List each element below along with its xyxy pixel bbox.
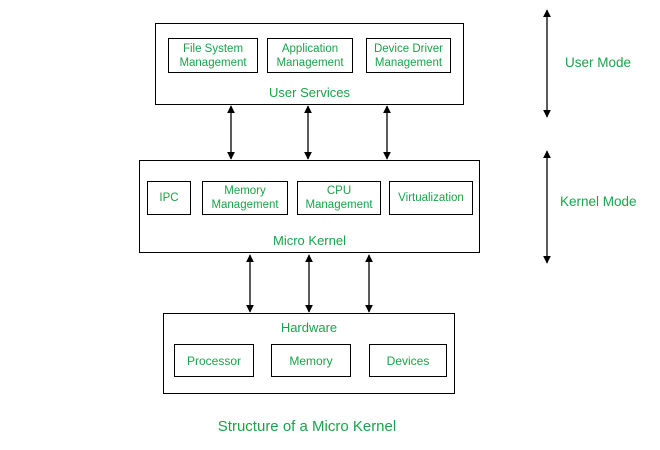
application-management-line1: Application [281,42,339,55]
devices-label: Devices [386,353,430,368]
file-system-management-line1: File System [182,42,244,55]
memory-management-line2: Management [211,199,279,211]
device-driver-management-line1: Device Driver [373,42,443,55]
processor-label: Processor [186,353,242,368]
device-driver-management-line2: Management [374,56,443,69]
user-mode-label: User Mode [565,55,632,70]
cpu-management-box: CPU Management [297,181,381,215]
virtualization-box: Virtualization [389,181,473,215]
memory-box: Memory [271,344,351,377]
memory-management-line1: Memory [224,185,266,197]
application-management-line2: Management [276,56,344,69]
file-system-management-line2: Management [179,56,247,69]
cpu-management-line2: Management [305,199,373,211]
hardware-box: Hardware Processor Memory Devices [163,313,455,394]
diagram-caption: Structure of a Micro Kernel [217,418,397,435]
memory-label: Memory [289,353,333,368]
virtualization-label: Virtualization [398,192,464,204]
micro-kernel-title: Micro Kernel [273,233,346,248]
processor-box: Processor [174,344,254,377]
user-services-title: User Services [269,85,350,100]
devices-box: Devices [369,344,447,377]
hardware-title: Hardware [280,320,338,335]
ipc-box: IPC [147,181,191,215]
cpu-management-line1: CPU [326,185,352,197]
ipc-label: IPC [159,192,179,204]
kernel-mode-label: Kernel Mode [560,194,637,209]
